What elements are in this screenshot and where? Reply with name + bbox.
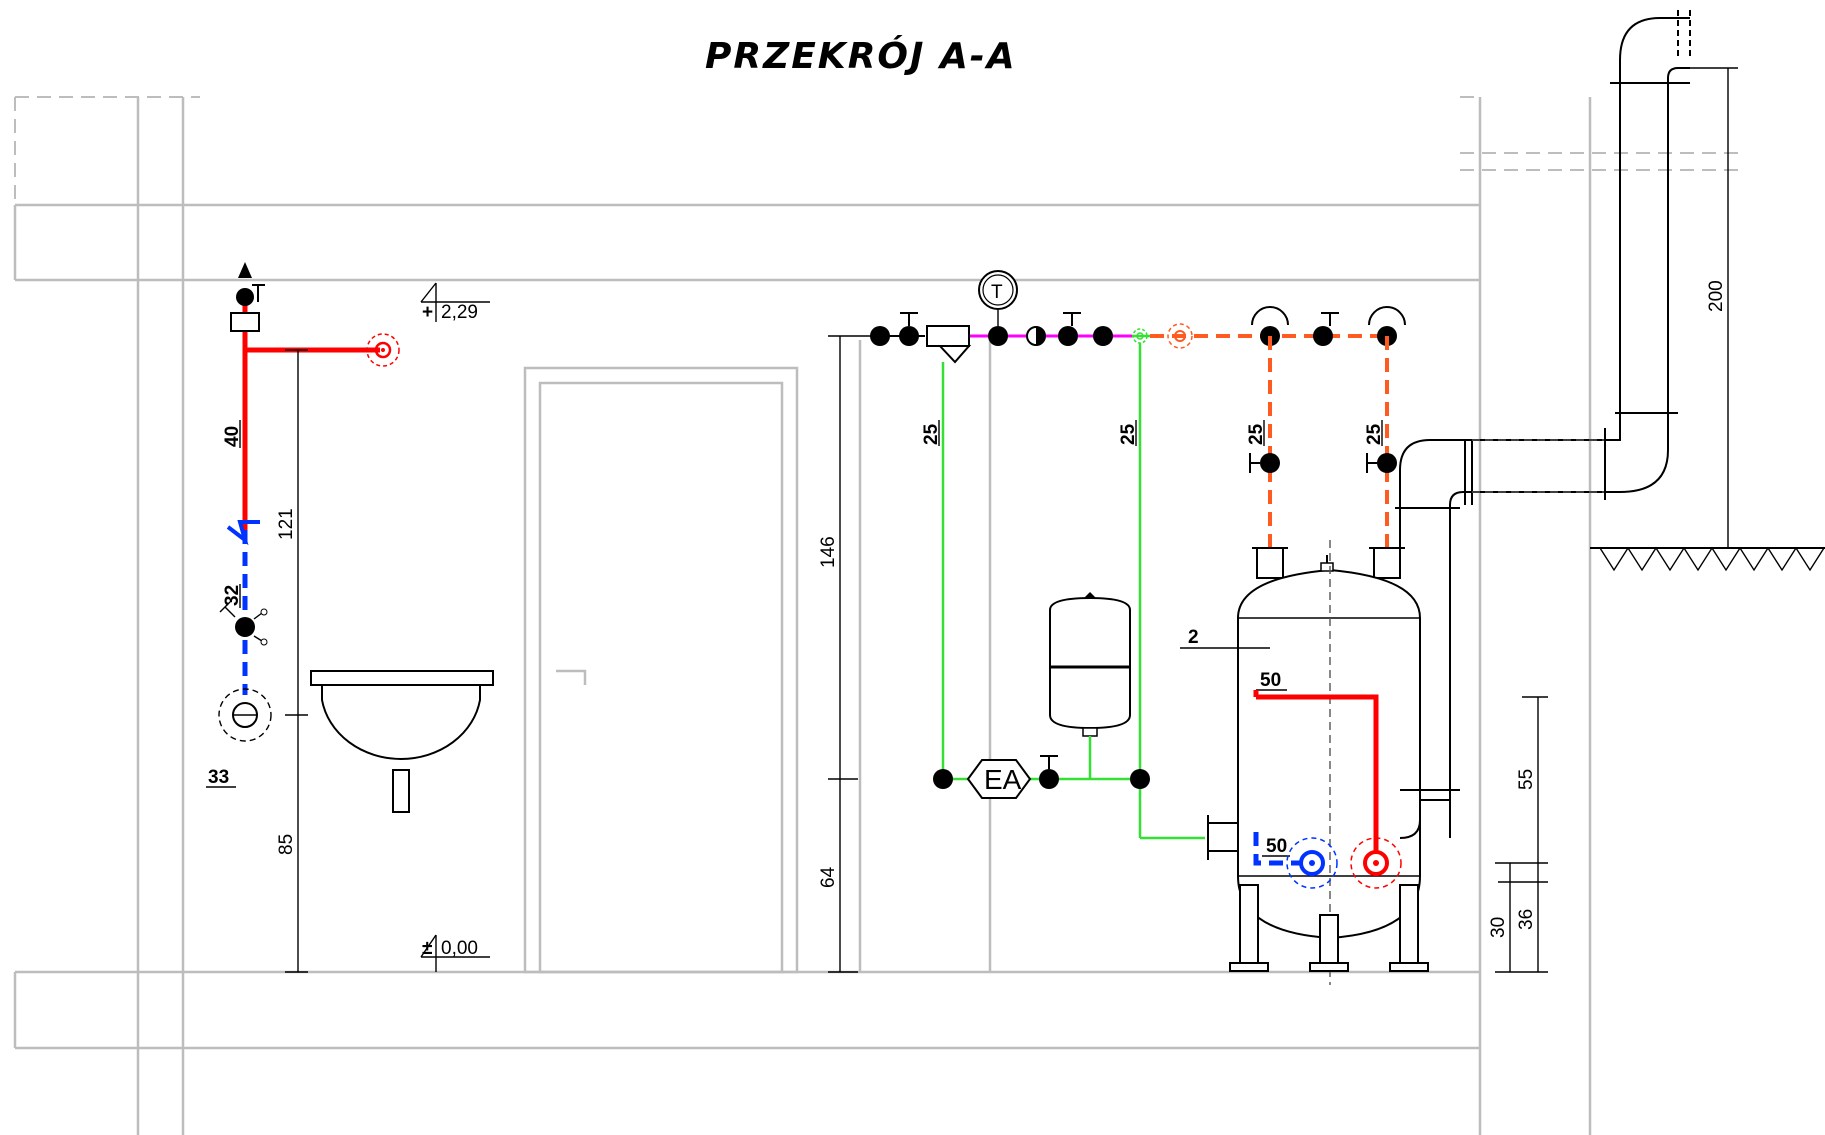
- item-2-label: 2: [1188, 627, 1199, 648]
- dim-121: 121: [276, 508, 297, 540]
- dim-36: 36: [1516, 909, 1537, 930]
- washbasin: [310, 670, 494, 813]
- left-riser: [218, 262, 400, 742]
- pipe-label-25-b: 25: [1118, 423, 1139, 445]
- pipe-label-50-b: 50: [1266, 836, 1287, 857]
- drawing-title: PRZEKRÓJ A-A: [705, 35, 1017, 77]
- pipe-label-50-a: 50: [1260, 670, 1281, 691]
- dim-64: 64: [818, 866, 839, 888]
- vertical-branches: 25 25 25 25: [921, 336, 1397, 840]
- expansion-vessel: [1049, 592, 1131, 779]
- right-dimensions: 55 36 30: [1488, 696, 1548, 973]
- dim-30: 30: [1488, 917, 1509, 938]
- dim-85: 85: [276, 834, 297, 855]
- elevation-marks: + 2,29 ± 0,00: [420, 282, 490, 972]
- elevation-floor-sign: ±: [422, 938, 432, 959]
- building-structure: [13, 96, 1825, 1135]
- dim-200: 200: [1706, 280, 1727, 312]
- ea-line: EA: [933, 755, 1150, 799]
- pipe-label-25-a: 25: [921, 423, 942, 445]
- pipe-label-25-d: 25: [1364, 423, 1385, 445]
- door: [523, 366, 799, 974]
- pipe-label-40: 40: [222, 426, 243, 447]
- ea-label: EA: [984, 764, 1022, 795]
- storage-tank: 2 50 50: [1180, 540, 1429, 985]
- top-manifold: T: [870, 270, 1406, 364]
- elevation-top-sign: +: [422, 302, 433, 323]
- thermometer-label: T: [991, 282, 1003, 303]
- pipe-label-25-c: 25: [1246, 423, 1267, 445]
- pipe-label-32: 32: [222, 585, 243, 606]
- elevation-top: 2,29: [441, 302, 478, 323]
- dim-146: 146: [818, 536, 839, 568]
- flue-pipe: 200: [1395, 10, 1738, 839]
- left-dimensions: 121 85 40 32 33: [206, 349, 308, 973]
- pipe-label-33: 33: [208, 767, 229, 788]
- dim-55: 55: [1516, 769, 1537, 790]
- elevation-floor: 0,00: [441, 938, 478, 959]
- middle-dimensions: 146 64: [818, 335, 872, 973]
